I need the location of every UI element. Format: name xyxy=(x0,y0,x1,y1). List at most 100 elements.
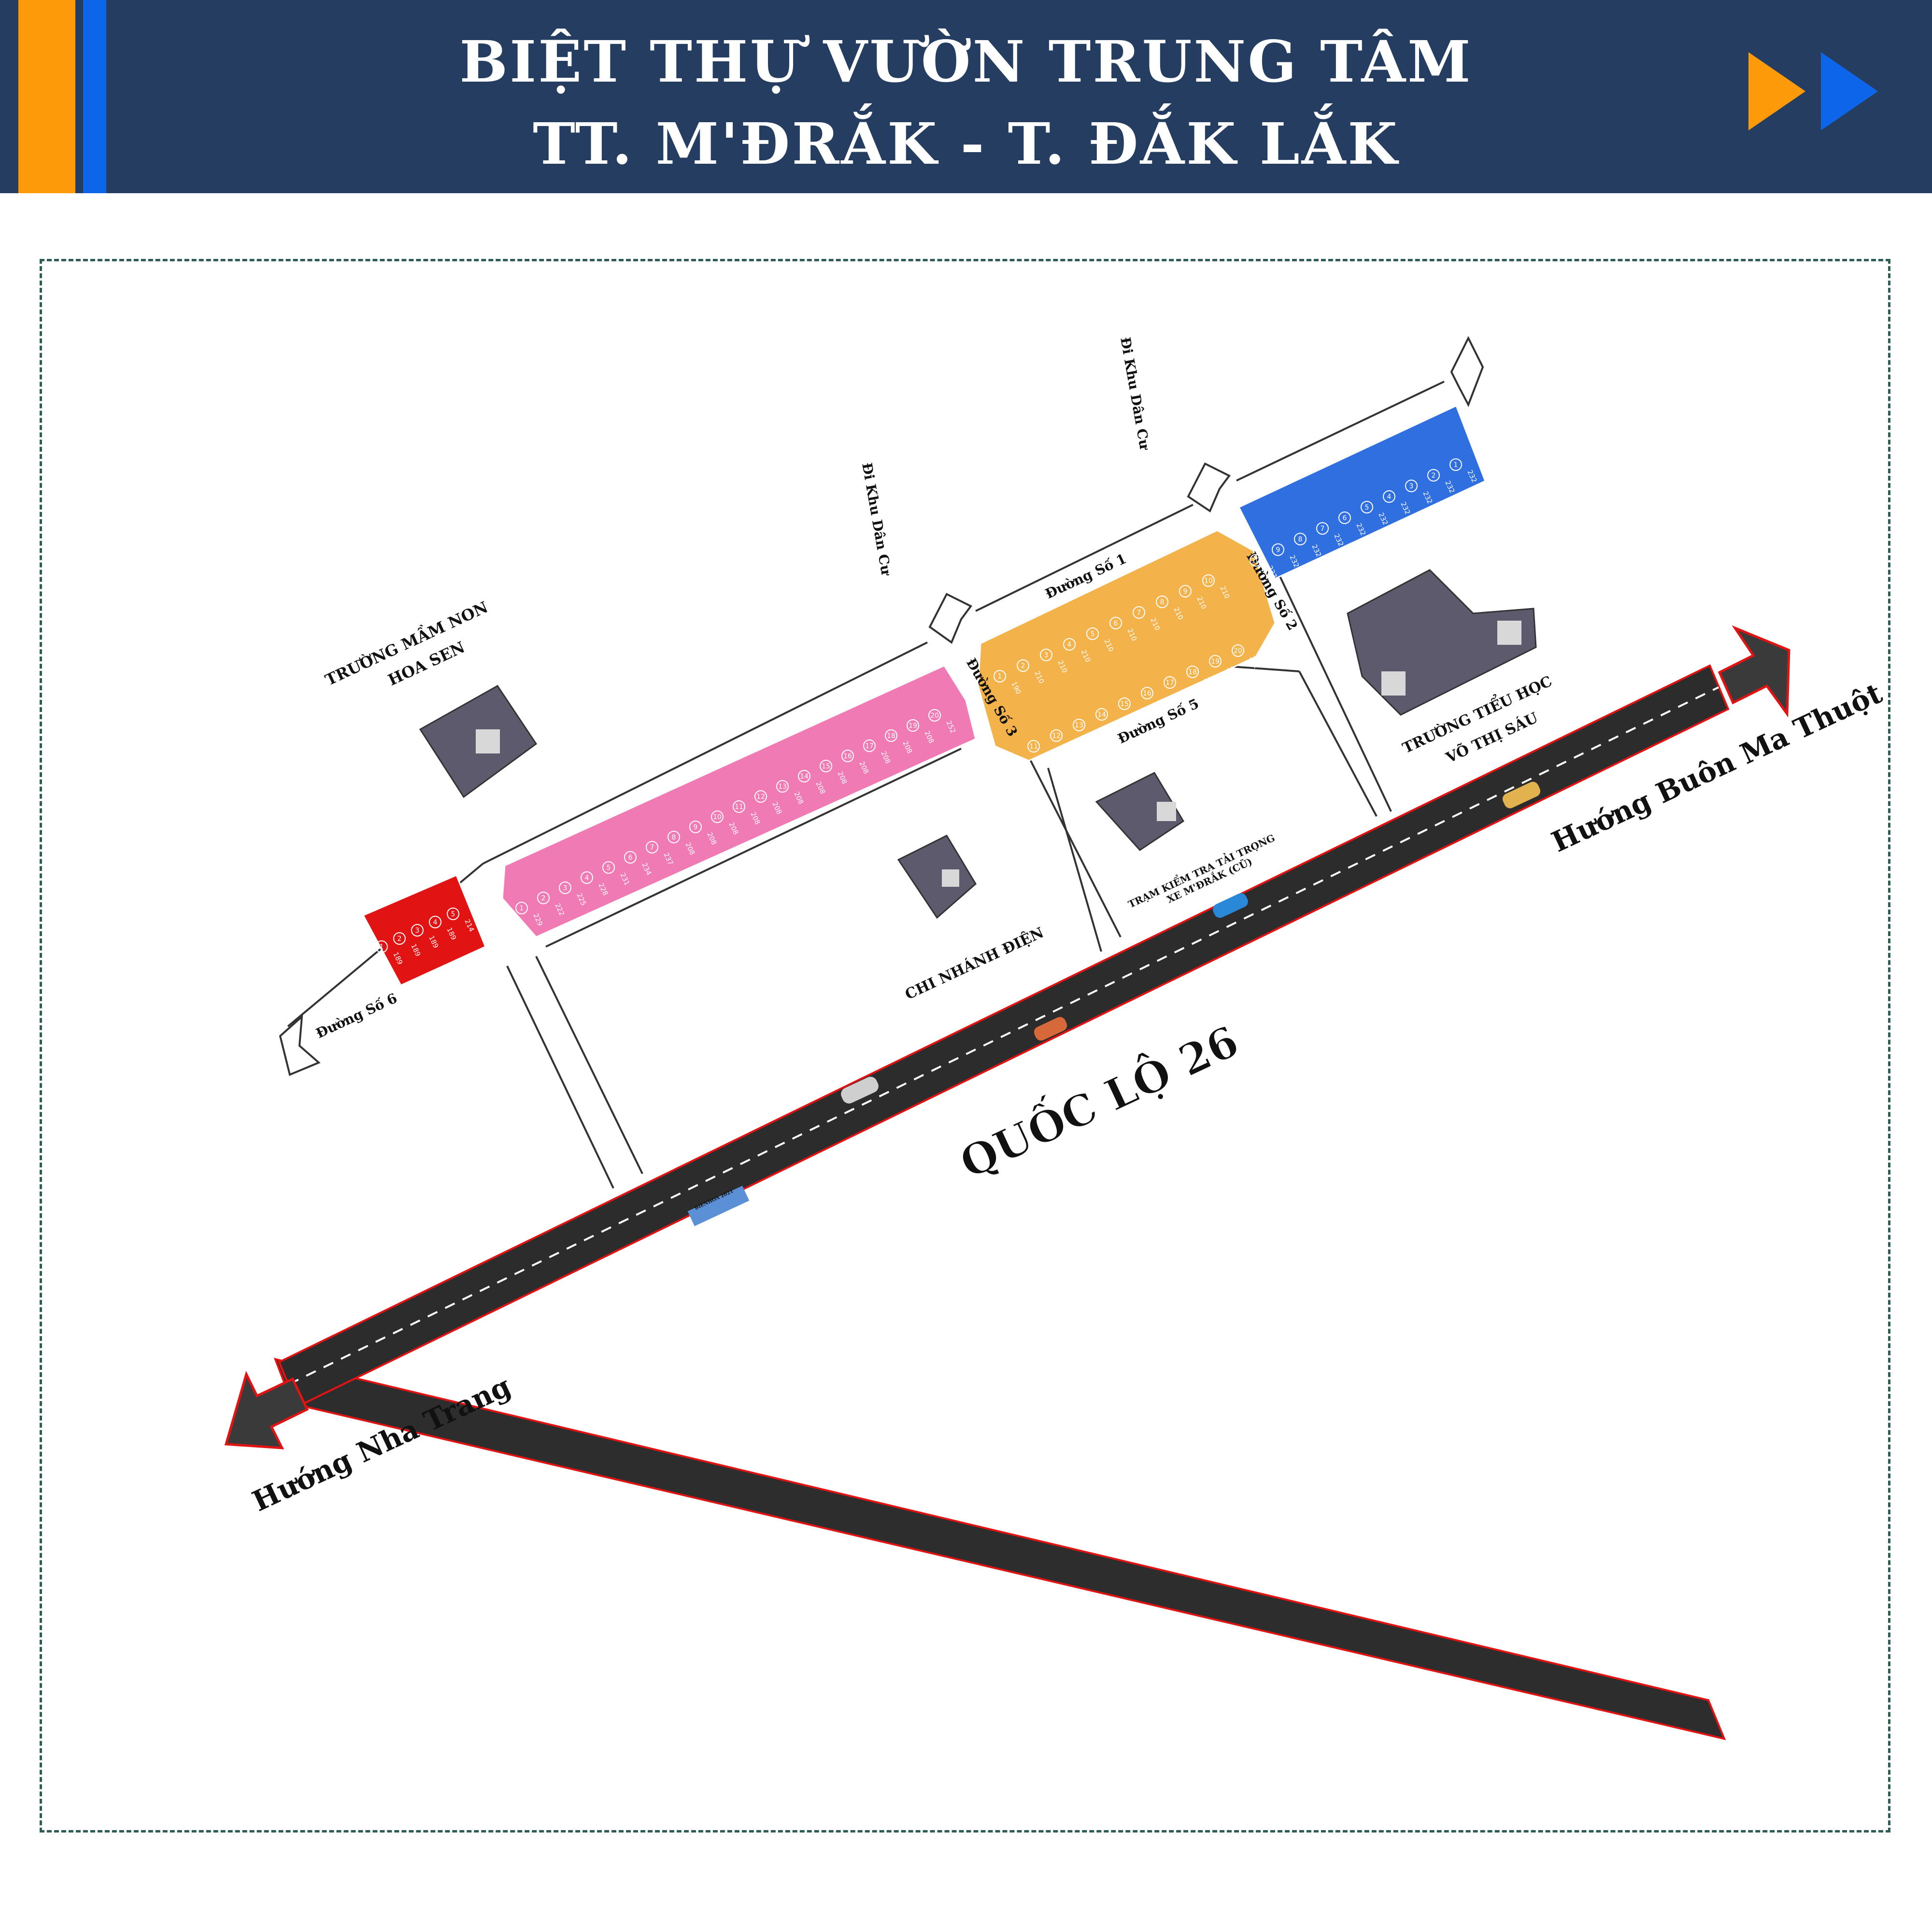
lot-number-circle xyxy=(646,841,658,853)
lot-number-circle xyxy=(1250,554,1262,567)
lot-number: 10 xyxy=(1251,557,1260,565)
arrow-up-icon xyxy=(928,593,973,644)
lot-number: 9 xyxy=(1276,546,1280,554)
lot-number: 20 xyxy=(1234,647,1242,655)
arrow-west-icon xyxy=(224,1371,309,1449)
lot-number: 5 xyxy=(451,910,455,918)
lot-number: 4 xyxy=(1387,493,1392,501)
arrow-up-icon-2 xyxy=(1187,462,1231,512)
arrow-left-icon xyxy=(279,1014,321,1076)
lot-number-circle xyxy=(754,790,767,803)
car-orange xyxy=(1034,1017,1067,1041)
lot-number-circle xyxy=(1050,729,1063,742)
lot-number: 2 xyxy=(1432,472,1436,480)
lot-number-circle xyxy=(1141,687,1153,699)
lot-number: 1 xyxy=(520,905,524,912)
lot-number-circle xyxy=(1361,501,1373,513)
lot-number-circle xyxy=(447,908,459,920)
lot-number-circle xyxy=(776,780,789,793)
lot-number: 16 xyxy=(843,753,852,760)
lot-number-circle xyxy=(1086,627,1099,640)
lot-number-circle xyxy=(1186,666,1199,678)
lot-number-circle xyxy=(515,902,528,914)
header-banner: BIỆT THỰ VƯỜN TRUNG TÂM TT. M'ĐRẮK - T. … xyxy=(0,0,1932,193)
lot-number-circle xyxy=(1316,522,1329,535)
lot-number: 3 xyxy=(563,884,568,892)
lot-number: 6 xyxy=(1343,514,1347,522)
lot-number-circle xyxy=(1338,511,1351,524)
lot-number-circle xyxy=(711,810,724,823)
lot-number: 9 xyxy=(694,824,698,831)
lot-number-circle xyxy=(798,770,810,782)
lot-number-circle xyxy=(559,881,571,894)
lot-number-circle xyxy=(1179,585,1192,597)
lot-number-circle xyxy=(1294,533,1307,545)
lot-number-circle xyxy=(1272,543,1284,556)
lot-number-circle xyxy=(928,709,941,722)
lot-number: 1 xyxy=(998,673,1002,681)
lot-number: 5 xyxy=(607,864,611,872)
fast-forward-icon xyxy=(1748,52,1878,130)
lot-number-circle xyxy=(1405,480,1418,492)
lot-number-circle xyxy=(885,729,897,742)
lot-number-circle xyxy=(1232,644,1244,657)
lot-number-circle xyxy=(820,760,832,772)
to-residential-2: Đi Khu Dân Cư xyxy=(1117,336,1153,452)
road-label-6: Đường Số 6 xyxy=(313,990,399,1042)
play-orange-icon xyxy=(1748,52,1805,130)
page-title-line1: BIỆT THỰ VƯỜN TRUNG TÂM xyxy=(459,28,1473,95)
lot-number: 1 xyxy=(1454,461,1458,469)
lot-number: 17 xyxy=(1165,679,1174,687)
lot-number-circle xyxy=(1017,659,1029,672)
lot-number-circle xyxy=(1133,606,1145,619)
lot-number: 18 xyxy=(887,732,895,740)
lot-number: 4 xyxy=(433,919,438,926)
lot-number: 11 xyxy=(735,803,743,811)
to-residential-1: Đi Khu Dân Cư xyxy=(859,461,895,577)
lot-number: 19 xyxy=(1211,658,1220,666)
lot-number: 13 xyxy=(1075,722,1083,729)
lot-number: 12 xyxy=(756,793,765,801)
lot-number-circle xyxy=(624,851,637,864)
lot-number: 8 xyxy=(672,834,676,841)
lot-number-circle xyxy=(602,861,615,874)
lot-number: 18 xyxy=(1188,668,1197,676)
lot-number-circle xyxy=(393,932,406,945)
highway-ql26-band xyxy=(278,664,1730,1408)
car-blue xyxy=(1213,893,1248,918)
lot-number-circle xyxy=(429,916,441,928)
lot-number: 11 xyxy=(1029,743,1038,751)
lot-number: 13 xyxy=(778,783,787,791)
lot-number: 1 xyxy=(380,943,384,951)
lot-number: 14 xyxy=(800,773,809,781)
lot-number-circle xyxy=(1027,740,1040,753)
lot-area: 231 xyxy=(1066,740,1079,755)
lot-block-orange xyxy=(977,529,1276,762)
lot-number-circle xyxy=(1202,574,1215,587)
lot-number-circle xyxy=(994,670,1006,682)
lot-number: 19 xyxy=(909,722,917,730)
page-title-line2: TT. M'ĐRẮK - T. ĐẮK LẮK xyxy=(533,110,1399,177)
lot-number-circle xyxy=(1209,655,1222,668)
lot-area: 210 xyxy=(1202,676,1215,691)
orange-accent-stripe xyxy=(18,0,75,193)
lot-number: 8 xyxy=(1298,536,1303,543)
primary-school-building xyxy=(1347,569,1537,716)
lot-number: 12 xyxy=(1052,732,1061,740)
lot-number: 3 xyxy=(1409,483,1414,490)
power-branch-label: CHI NHÁNH ĐIỆN xyxy=(902,924,1046,1004)
lot-number-circle xyxy=(411,924,424,937)
lot-number-circle xyxy=(1063,638,1076,651)
kindergarten-building xyxy=(419,685,538,798)
map-frame xyxy=(40,259,1890,1833)
arrow-east-icon xyxy=(1718,625,1790,718)
lot-number-circle xyxy=(1109,617,1122,629)
lot-number: 2 xyxy=(541,895,546,902)
lot-number: 16 xyxy=(1143,690,1151,697)
lot-number-circle xyxy=(907,719,919,732)
lot-number-circle xyxy=(1118,697,1131,710)
lot-number-circle xyxy=(841,750,854,762)
lot-number: 5 xyxy=(1091,630,1095,638)
lot-number: 3 xyxy=(415,927,420,935)
